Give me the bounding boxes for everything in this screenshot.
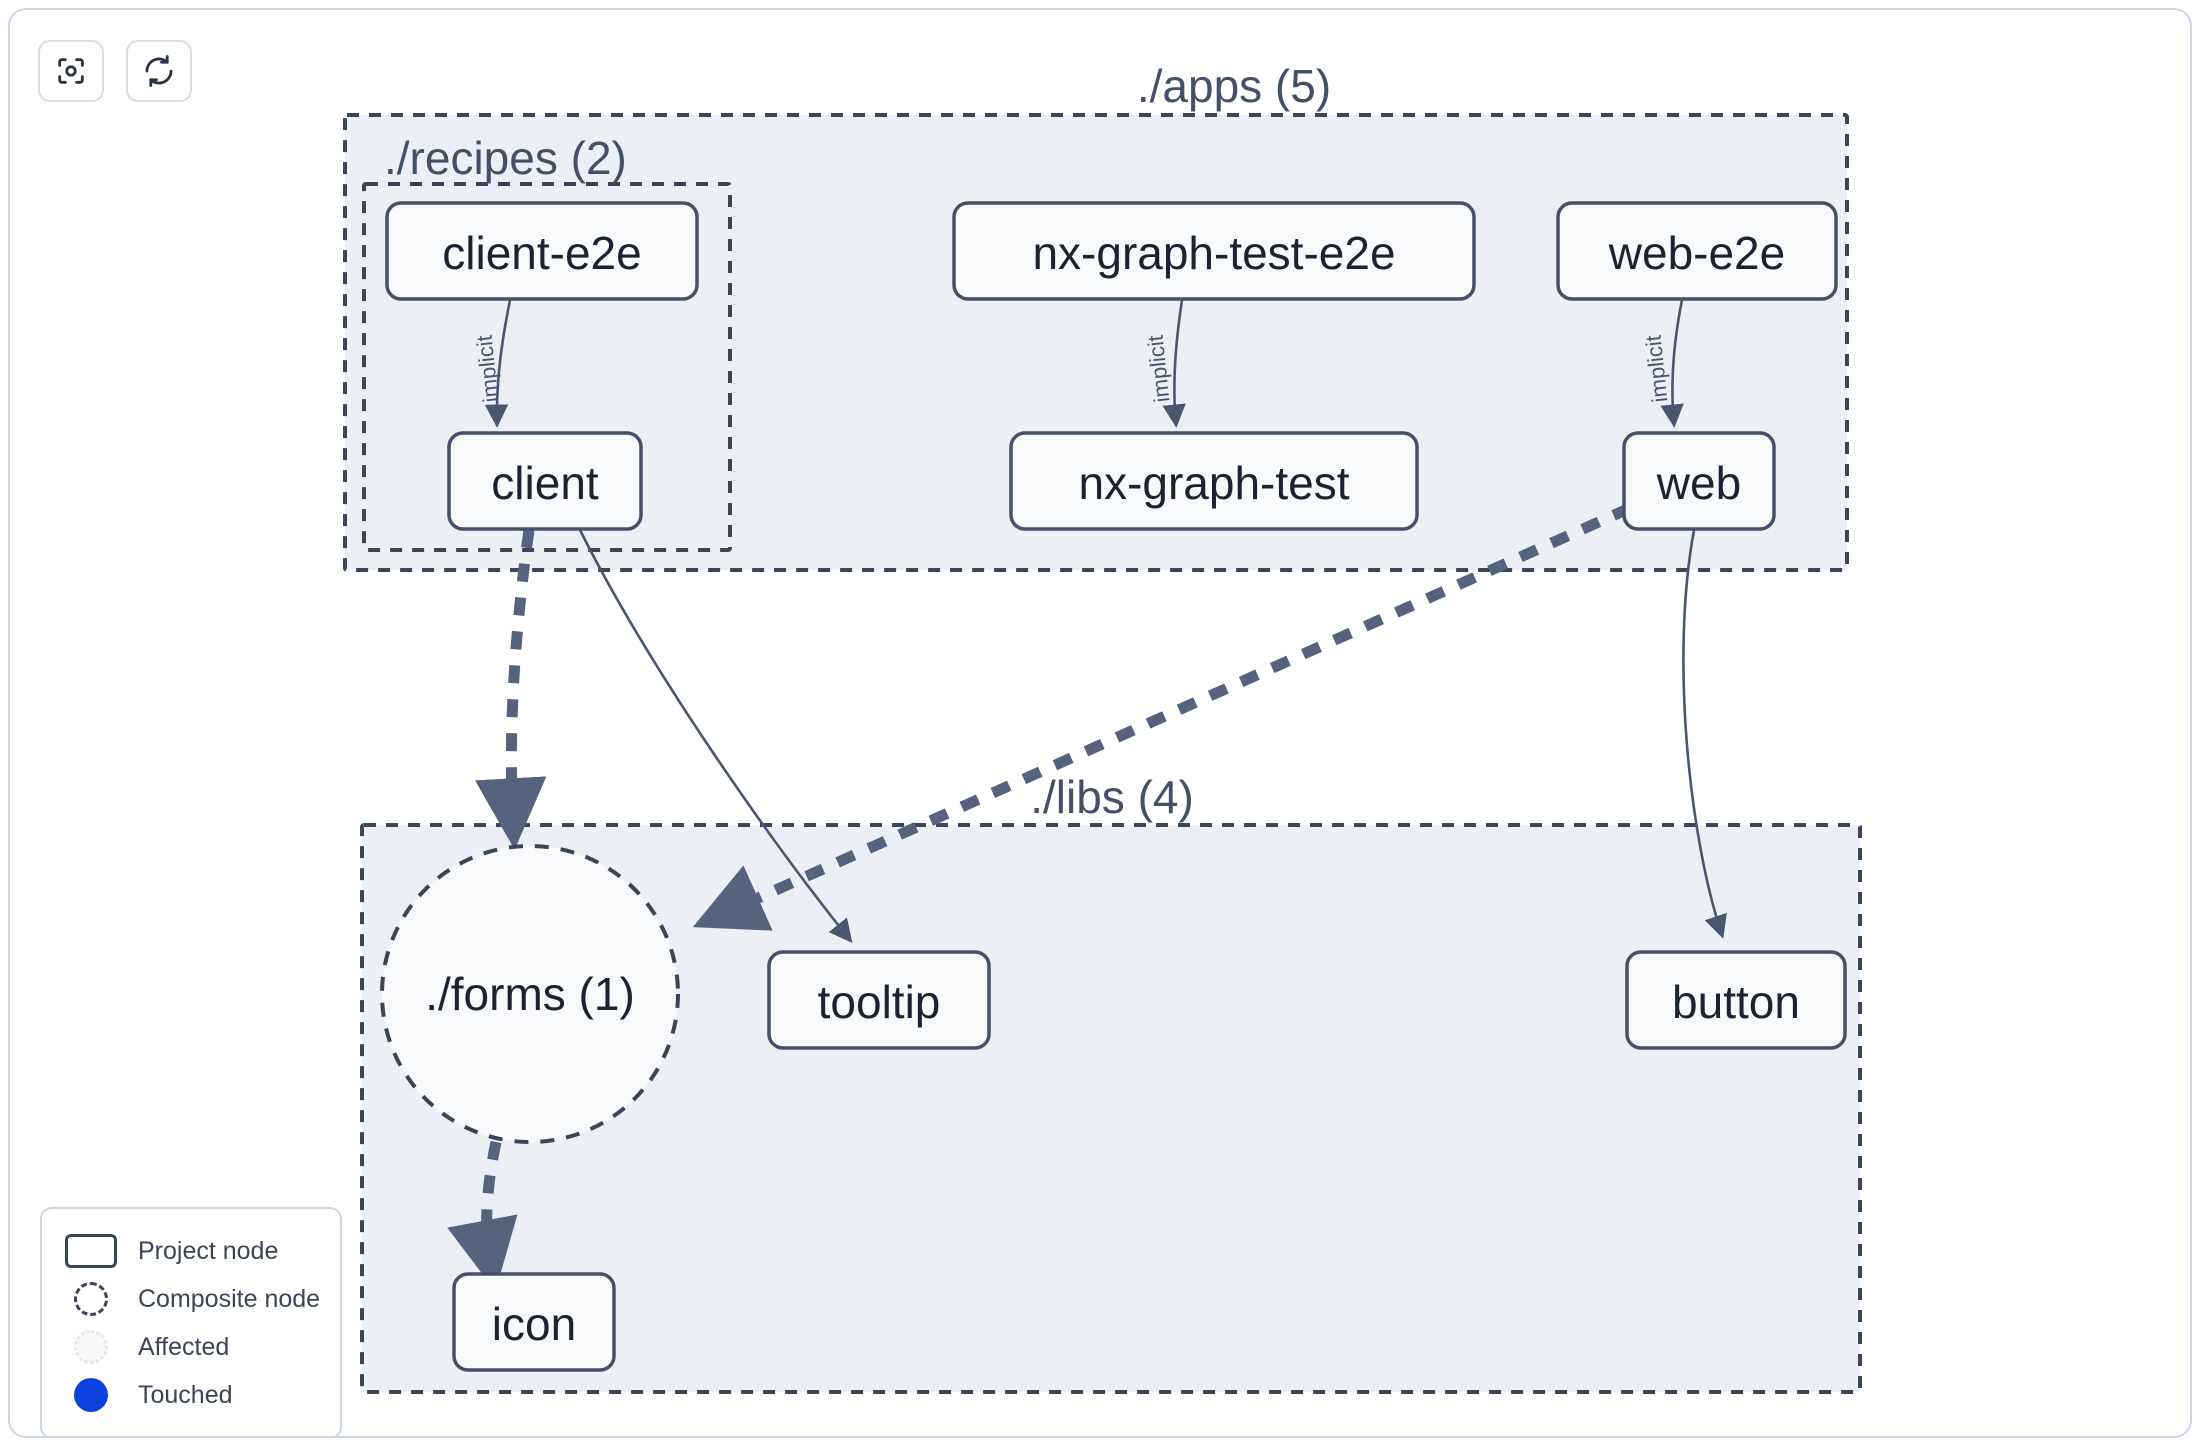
edge-client-to-forms[interactable] [474,529,547,850]
legend-label-touched: Touched [138,1380,233,1409]
node-web[interactable]: web [1622,431,1776,531]
node-icon[interactable]: icon [452,1272,616,1372]
graph-nodes: client-e2e nx-graph-test-e2e web-e2e cli… [380,201,1847,1372]
node-nx-graph-test-label: nx-graph-test [1078,457,1349,509]
legend-label-composite-node: Composite node [138,1284,321,1313]
group-apps-label: ./apps (5) [1137,60,1331,112]
group-libs[interactable]: ./libs (4) [360,771,1862,1394]
legend-item-composite-node: Composite node [64,1275,320,1323]
node-forms-label: ./forms (1) [425,968,635,1020]
edge-web-to-button[interactable] [1682,529,1727,939]
node-web-e2e[interactable]: web-e2e [1556,201,1838,301]
edge-web-e2e-to-web[interactable] [1660,299,1684,428]
project-graph-canvas[interactable]: ./apps (5) ./recipes (2) ./libs (4) impl… [10,10,2192,1438]
node-nx-graph-test[interactable]: nx-graph-test [1009,431,1419,531]
project-node-icon [64,1234,118,1268]
node-nx-graph-test-e2e-label: nx-graph-test-e2e [1032,227,1395,279]
edge-web-to-forms[interactable] [692,502,1633,931]
node-client-e2e-box[interactable] [385,201,699,301]
node-client-box[interactable] [447,431,643,531]
focus-graph-button[interactable] [38,40,104,102]
graph-legend: Project node Composite node Affected Tou… [40,1207,342,1436]
graph-toolbar [38,40,192,102]
node-button-label: button [1672,976,1800,1028]
refresh-graph-button[interactable] [126,40,192,102]
node-nx-graph-test-e2e[interactable]: nx-graph-test-e2e [952,201,1476,301]
group-libs-label: ./libs (4) [1030,771,1194,823]
node-button[interactable]: button [1625,950,1847,1050]
legend-item-affected: Affected [64,1323,320,1371]
node-web-e2e-label: web-e2e [1608,227,1785,279]
focus-target-icon [54,54,88,88]
group-recipes-label: ./recipes (2) [384,132,627,184]
node-button-box[interactable] [1625,950,1847,1050]
edge-forms-to-icon[interactable] [447,1140,518,1292]
node-client[interactable]: client [447,431,643,531]
node-client-e2e[interactable]: client-e2e [385,201,699,301]
legend-label-project-node: Project node [138,1236,279,1265]
legend-item-touched: Touched [64,1371,320,1419]
refresh-icon [142,54,176,88]
legend-label-affected: Affected [138,1332,230,1361]
node-icon-label: icon [492,1298,576,1350]
node-web-label: web [1656,457,1741,509]
node-client-label: client [491,457,599,509]
edge-nx-graph-test-e2e-to-nx-graph-test[interactable] [1162,299,1186,428]
node-web-e2e-box[interactable] [1556,201,1838,301]
composite-node-icon [64,1282,118,1316]
node-tooltip-box[interactable] [767,950,991,1050]
node-forms-circle[interactable] [380,844,680,1144]
node-nx-graph-test-e2e-box[interactable] [952,201,1476,301]
graph-frame: ./apps (5) ./recipes (2) ./libs (4) impl… [8,8,2192,1438]
affected-icon [64,1330,118,1364]
node-client-e2e-label: client-e2e [442,227,641,279]
group-libs-box[interactable] [360,823,1862,1394]
edge-client-to-tooltip[interactable] [578,529,853,944]
node-forms-composite[interactable]: ./forms (1) [380,844,680,1144]
node-web-box[interactable] [1622,431,1776,531]
touched-icon [64,1378,118,1412]
edge-client-e2e-to-client[interactable] [484,299,512,428]
legend-item-project-node: Project node [64,1227,320,1275]
node-tooltip-label: tooltip [818,976,941,1028]
node-icon-box[interactable] [452,1272,616,1372]
node-tooltip[interactable]: tooltip [767,950,991,1050]
node-nx-graph-test-box[interactable] [1009,431,1419,531]
